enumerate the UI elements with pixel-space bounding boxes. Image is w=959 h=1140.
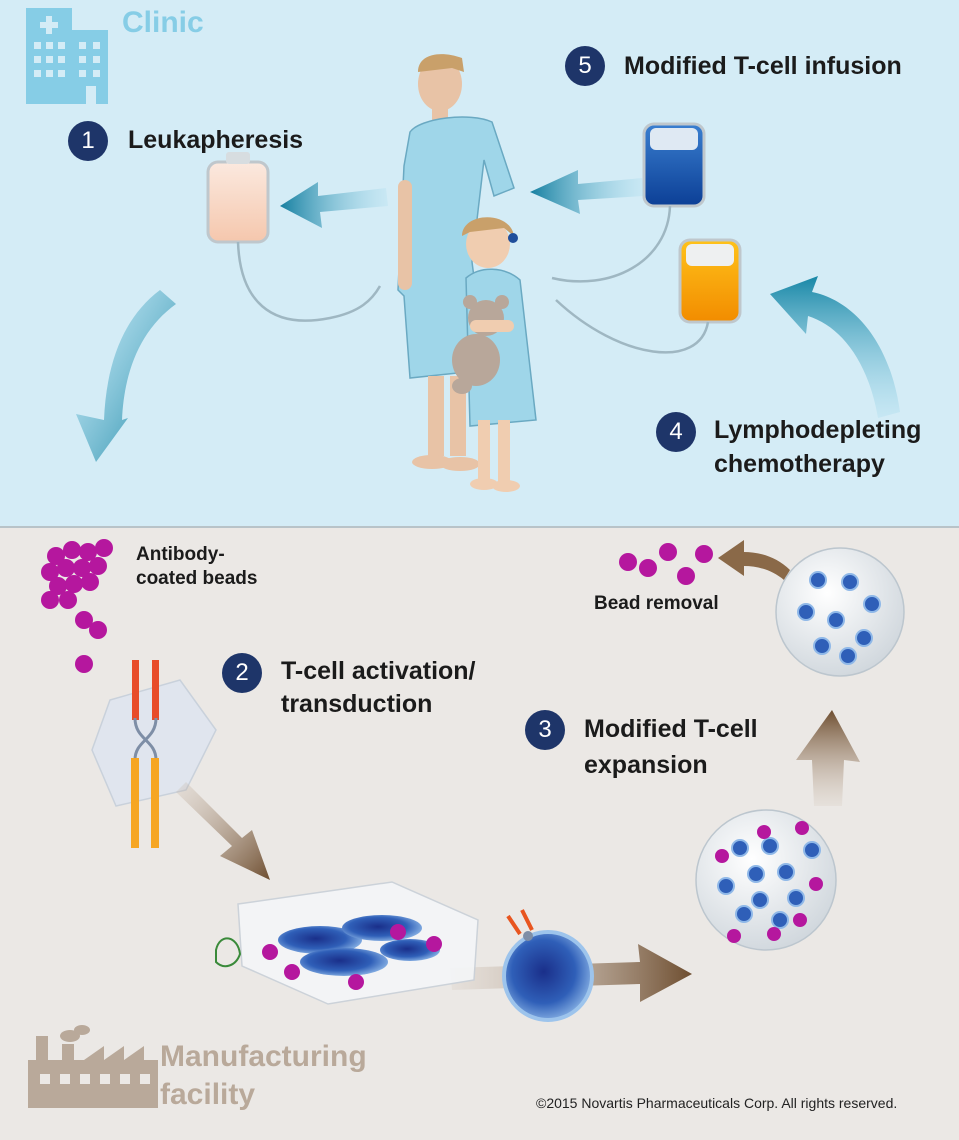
step-2-badge: 2 <box>222 653 262 693</box>
hospital-icon <box>26 8 108 104</box>
step-3-badge: 3 <box>525 710 565 750</box>
step-4-label-line2: chemotherapy <box>714 450 885 478</box>
t-cell-receptor-illustration <box>91 660 217 848</box>
arrow-bead-removal <box>718 540 790 580</box>
adult-patient-figure <box>397 54 515 471</box>
bead-removal-label: Bead removal <box>594 593 719 614</box>
factory-icon <box>28 1025 158 1108</box>
beads-label-line1: Antibody- <box>136 544 225 565</box>
arrow-activation-to-flask <box>176 782 270 880</box>
step-5-label: Modified T-cell infusion <box>624 52 902 80</box>
step-2-label-line2: transduction <box>281 690 433 718</box>
arrow-expansion-up <box>796 710 860 806</box>
copyright-notice: ©2015 Novartis Pharmaceuticals Corp. All… <box>536 1095 898 1111</box>
step-3-label-line1: Modified T-cell <box>584 715 758 743</box>
child-patient-figure <box>452 217 537 492</box>
modified-t-cell-illustration <box>502 909 594 1022</box>
manufacturing-title-line1: Manufacturing <box>160 1040 367 1073</box>
arrow-from-infusion-bag <box>530 170 644 214</box>
antibody-coated-beads <box>41 539 113 673</box>
arrow-clinic-to-manufacturing <box>76 290 176 462</box>
leukapheresis-bag-icon <box>206 152 382 322</box>
chemotherapy-bag-icon <box>555 238 742 354</box>
step-4-badge: 4 <box>656 412 696 452</box>
arrow-to-leukapheresis-bag <box>280 182 388 228</box>
step-5-badge: 5 <box>565 46 605 86</box>
arrow-chemotherapy-to-patient <box>770 276 900 418</box>
bead-removal-sphere <box>775 547 905 677</box>
expansion-sphere <box>695 809 837 951</box>
step-2-label-line1: T-cell activation/ <box>281 657 476 685</box>
modified-t-cell-bag-icon <box>551 122 706 283</box>
culture-flask-illustration <box>215 881 479 1005</box>
step-1-label: Leukapheresis <box>128 126 304 154</box>
removed-beads <box>619 543 713 585</box>
step-4-label-line1: Lymphodepleting <box>714 416 922 444</box>
beads-label-line2: coated beads <box>136 568 258 589</box>
step-1-badge: 1 <box>68 121 108 161</box>
step-3-label-line2: expansion <box>584 751 708 779</box>
clinic-title: Clinic <box>122 6 204 39</box>
manufacturing-title-line2: facility <box>160 1078 256 1111</box>
